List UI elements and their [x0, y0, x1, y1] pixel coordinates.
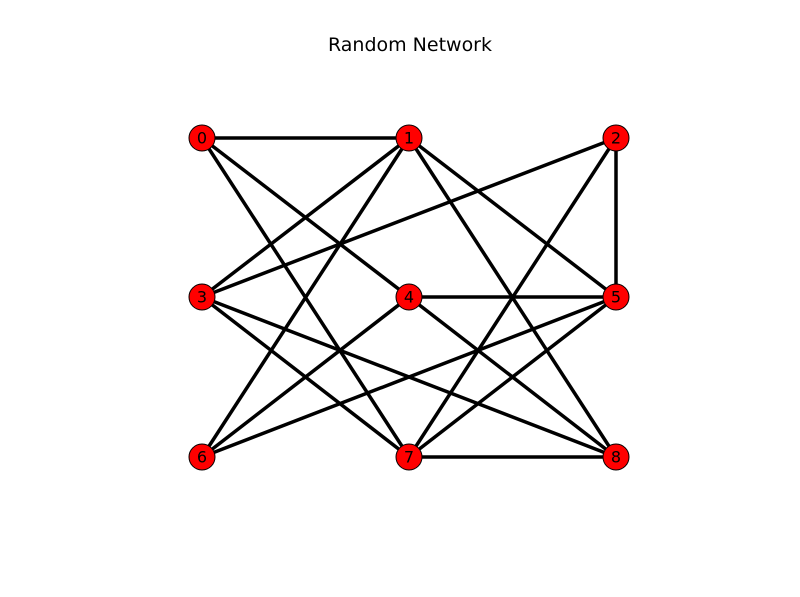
edge-2-3: [201, 136, 617, 299]
edge-4-6: [200, 295, 411, 459]
graph-title: Random Network: [327, 34, 493, 56]
node-1: 1: [395, 124, 423, 152]
node-label-6: 6: [197, 448, 207, 467]
edge-1-6: [200, 137, 411, 458]
node-label-2: 2: [611, 129, 621, 148]
node-circle-0: [188, 124, 216, 152]
edge-1-3: [200, 136, 411, 299]
node-circle-4: [395, 283, 423, 311]
node-circle-2: [602, 124, 630, 152]
nodes-layer: 0 1 2 3 4 5 6 7 8: [188, 124, 630, 471]
node-0: 0: [188, 124, 216, 152]
node-6: 6: [188, 443, 216, 471]
node-label-0: 0: [197, 129, 207, 148]
node-label-7: 7: [404, 448, 414, 467]
edge-1-5: [407, 136, 618, 299]
node-circle-5: [602, 283, 630, 311]
edges-layer: [200, 136, 618, 459]
node-8: 8: [602, 443, 630, 471]
edge-5-6: [201, 295, 617, 459]
node-circle-3: [188, 283, 216, 311]
node-circle-1: [395, 124, 423, 152]
node-7: 7: [395, 443, 423, 471]
node-circle-8: [602, 443, 630, 471]
node-label-1: 1: [404, 129, 414, 148]
node-5: 5: [602, 283, 630, 311]
node-3: 3: [188, 283, 216, 311]
node-2: 2: [602, 124, 630, 152]
node-circle-7: [395, 443, 423, 471]
node-label-4: 4: [404, 288, 414, 307]
node-label-3: 3: [197, 288, 207, 307]
node-circle-6: [188, 443, 216, 471]
node-label-8: 8: [611, 448, 621, 467]
edge-5-7: [407, 295, 618, 459]
node-label-5: 5: [611, 288, 621, 307]
node-4: 4: [395, 283, 423, 311]
